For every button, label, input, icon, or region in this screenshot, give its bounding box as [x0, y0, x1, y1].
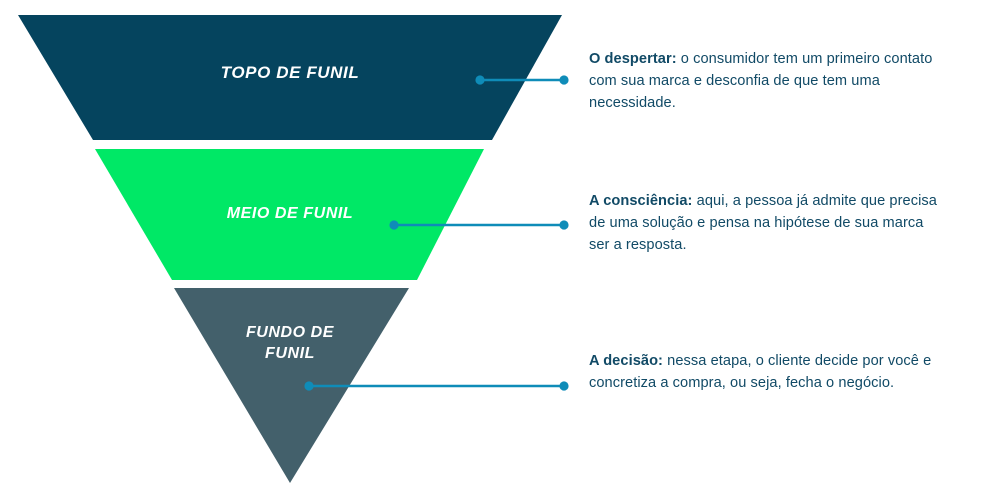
- funnel-segment-meio[interactable]: [95, 149, 484, 280]
- stage-description-lead-fundo: A decisão:: [589, 353, 663, 369]
- connector-meio: [389, 220, 569, 230]
- stage-description-body-meio: aqui, a pessoa já admite que precisa de …: [589, 193, 937, 254]
- connector-dot-right-meio: [559, 220, 569, 230]
- connector-dot-right-fundo: [559, 381, 569, 391]
- funnel-segment-topo[interactable]: [18, 15, 562, 140]
- connector-topo: [475, 75, 569, 85]
- stage-description-body-fundo: nessa etapa, o cliente decide por você e…: [589, 353, 932, 392]
- connector-fundo: [304, 381, 569, 391]
- stage-description-body-topo: o consumidor tem um primeiro contato com…: [589, 51, 933, 112]
- connector-dot-left-fundo: [304, 381, 314, 391]
- stage-description-lead-meio: A consciência:: [589, 193, 693, 209]
- stage-description-fundo: A decisão: nessa etapa, o cliente decide…: [589, 350, 945, 394]
- connector-dot-left-meio: [389, 220, 399, 230]
- stage-description-lead-topo: O despertar:: [589, 51, 677, 67]
- stage-description-meio: A consciência: aqui, a pessoa já admite …: [589, 190, 945, 257]
- stage-description-topo: O despertar: o consumidor tem um primeir…: [589, 48, 945, 115]
- funnel-segment-fundo[interactable]: [174, 288, 409, 483]
- connector-dot-right-topo: [559, 75, 569, 85]
- connector-dot-left-topo: [475, 75, 485, 85]
